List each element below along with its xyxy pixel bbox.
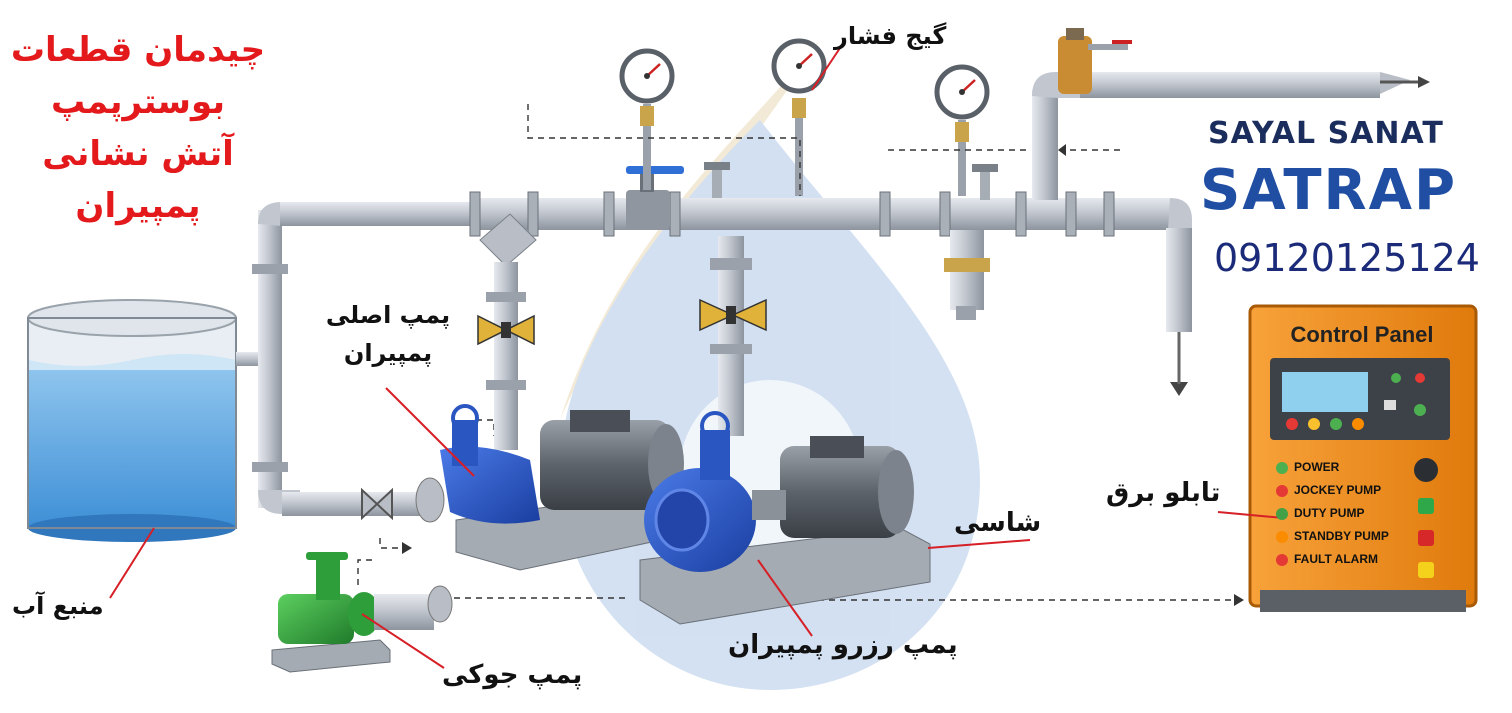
leader-lines — [109, 47, 1285, 669]
legend-dot-standby — [1276, 530, 1288, 543]
label-jockey-pump: پمپ جوکی — [442, 660, 583, 690]
label-main-pump: پمپ اصلی پمپیران — [318, 296, 458, 372]
legend-dot-duty — [1276, 507, 1288, 520]
brand-company: SAYAL SANAT — [1208, 116, 1444, 151]
pressure-gauges — [619, 38, 990, 196]
reserve-pump — [639, 411, 931, 625]
legend-power: POWER — [1276, 460, 1340, 474]
label-chassis: شاسی — [954, 508, 1042, 538]
legend-dot-jockey — [1276, 484, 1288, 497]
legend-label-standby: STANDBY PUMP — [1294, 529, 1389, 543]
legend-label-duty: DUTY PUMP — [1294, 506, 1365, 520]
reserve-pump-column — [699, 236, 767, 436]
main-pump-column — [477, 213, 537, 450]
main-pump — [415, 404, 684, 571]
title-line-3: آتش نشانی — [42, 134, 234, 174]
legend-standby-pump: STANDBY PUMP — [1276, 529, 1389, 543]
legend-fault-alarm: FAULT ALARM — [1276, 552, 1378, 566]
water-tank — [27, 299, 262, 542]
title-line-4: پمپیران — [75, 186, 201, 226]
diagram-title: چیدمان قطعات بوسترپمپ آتش نشانی پمپیران — [10, 24, 266, 232]
header-tee — [944, 164, 998, 320]
suction-pipe — [252, 202, 480, 521]
signal-arrow-3 — [402, 542, 412, 554]
label-main-pump-line-1: پمپ اصلی — [325, 301, 451, 329]
legend-label-jockey: JOCKEY PUMP — [1294, 483, 1382, 497]
header-pipe — [470, 28, 1430, 396]
brand-name: SATRAP — [1200, 158, 1458, 223]
label-electrical-panel: تابلو برق — [1106, 478, 1221, 508]
label-main-pump-line-2: پمپیران — [343, 339, 433, 367]
control-panel — [1248, 304, 1478, 612]
signal-arrow-2 — [1058, 144, 1066, 156]
control-panel-title: Control Panel — [1290, 322, 1434, 347]
header-flanges — [469, 191, 1115, 237]
legend-dot-power — [1276, 461, 1288, 474]
title-line-1: چیدمان قطعات — [10, 30, 266, 70]
legend-label-power: POWER — [1294, 460, 1340, 474]
label-reserve-pump: پمپ رزرو پمپیران — [728, 630, 958, 660]
label-water-source: منبع آب — [12, 592, 104, 620]
legend-duty-pump: DUTY PUMP — [1276, 506, 1365, 520]
label-pressure-gauge: گیج فشار — [834, 22, 947, 50]
legend-dot-fault — [1276, 553, 1288, 566]
legend-jockey-pump: JOCKEY PUMP — [1276, 483, 1382, 497]
brand-phone: 09120125124 — [1214, 236, 1480, 280]
jockey-pump — [271, 552, 453, 673]
signal-arrow — [1234, 594, 1244, 606]
title-line-2: بوسترپمپ — [50, 82, 226, 122]
legend-label-fault: FAULT ALARM — [1294, 552, 1378, 566]
